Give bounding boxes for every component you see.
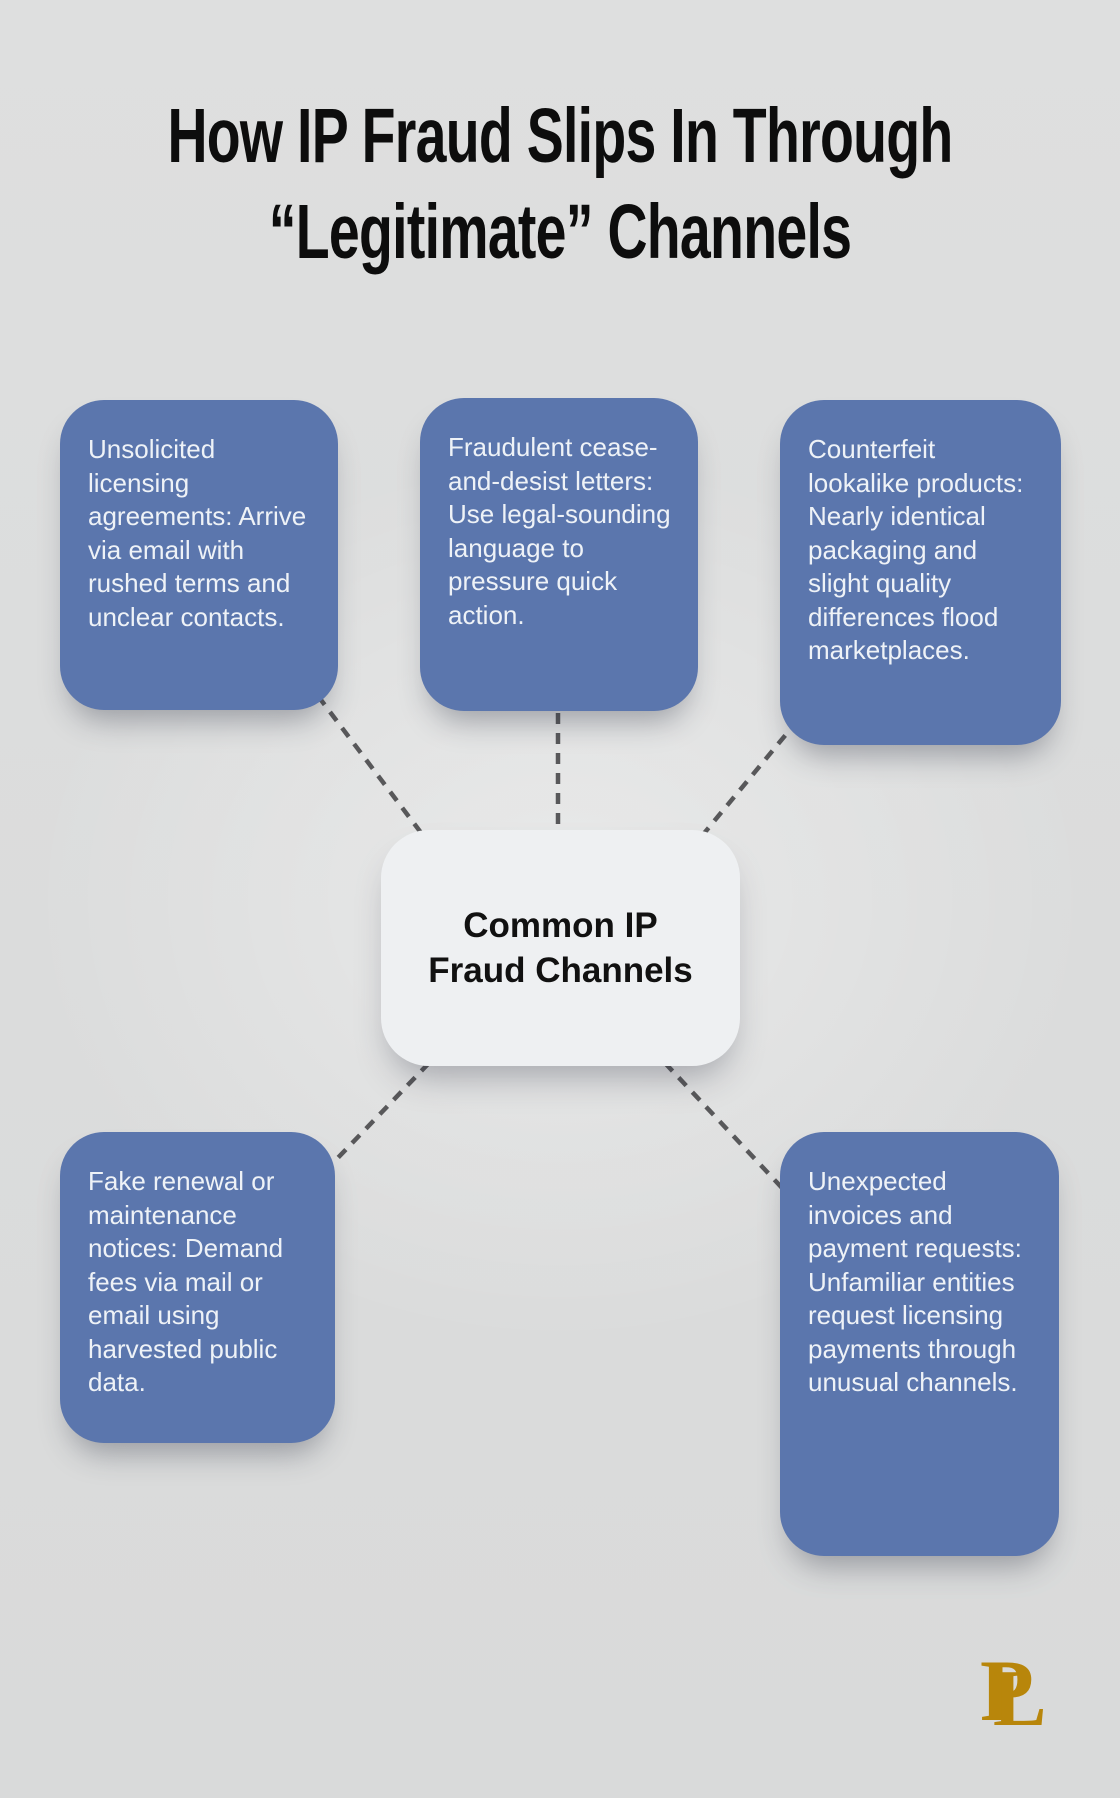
center-node-label: Common IP Fraud Channels [428, 903, 692, 993]
node-fraudulent-cease-and-desist-letters: Fraudulent cease-and-desist letters: Use… [420, 398, 698, 711]
node-text: Counterfeit lookalike products: Nearly i… [808, 434, 1024, 665]
node-fake-renewal-or-maintenance-notices: Fake renewal or maintenance notices: Dem… [60, 1132, 335, 1443]
center-node-common-ip-fraud-channels: Common IP Fraud Channels [381, 830, 740, 1066]
center-node-label-line-1: Common IP [463, 906, 658, 945]
connector-bottom-right [663, 1061, 786, 1192]
connector-bottom-left [330, 1061, 431, 1166]
node-text: Fake renewal or maintenance notices: Dem… [88, 1166, 284, 1397]
node-text: Unsolicited licensing agreements: Arrive… [88, 434, 307, 632]
node-counterfeit-lookalike-products: Counterfeit lookalike products: Nearly i… [780, 400, 1061, 745]
brand-logo-letter-l: L [993, 1655, 1047, 1743]
page-title-line-1: How IP Fraud Slips In Through [167, 93, 953, 179]
node-text: Unexpected invoices and payment requests… [808, 1166, 1022, 1397]
connector-top-right [694, 718, 800, 845]
brand-logo: P L [978, 1648, 1064, 1740]
center-node-label-line-2: Fraud Channels [428, 951, 693, 990]
connector-top-left [316, 694, 430, 844]
node-text: Fraudulent cease-and-desist letters: Use… [448, 432, 671, 630]
brand-logo-letter-p: P [980, 1643, 1034, 1740]
node-unexpected-invoices-and-payment-requests: Unexpected invoices and payment requests… [780, 1132, 1059, 1556]
node-unsolicited-licensing-agreements: Unsolicited licensing agreements: Arrive… [60, 400, 338, 710]
page-title: How IP Fraud Slips In Through “Legitimat… [157, 88, 963, 280]
page-title-line-2: “Legitimate” Channels [268, 189, 852, 275]
